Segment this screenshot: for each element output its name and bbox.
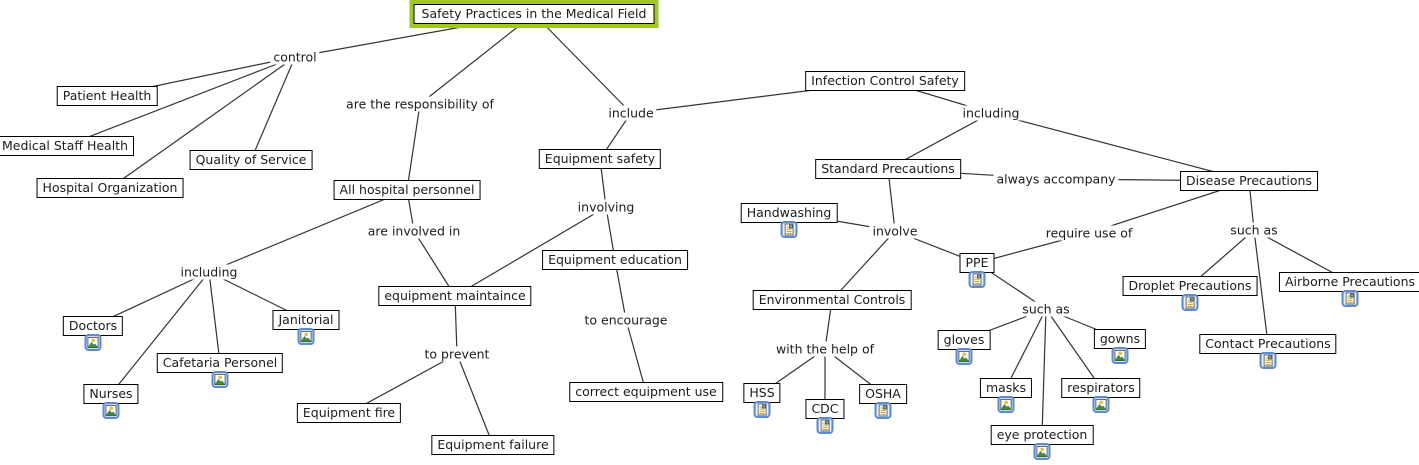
document-icon[interactable] — [874, 402, 892, 419]
link-label-involving[interactable]: involving — [574, 199, 638, 215]
link-label-with-the-help-of[interactable]: with the help of — [772, 341, 878, 357]
image-icon[interactable] — [297, 328, 315, 345]
node-hospital-organization[interactable]: Hospital Organization — [36, 178, 184, 198]
node-contact-precautions[interactable]: Contact Precautions — [1199, 334, 1337, 354]
node-main-topic[interactable]: Safety Practices in the Medical Field — [409, 0, 659, 28]
edge-to-encourage--correct-equipment-use — [625, 319, 647, 393]
node-nurses[interactable]: Nurses — [83, 384, 139, 404]
node-infection-control-safety[interactable]: Infection Control Safety — [805, 71, 965, 91]
edge-are-involved-in--equipment-maintaince — [413, 230, 456, 297]
edge-standard-precautions--involve — [887, 168, 896, 232]
document-icon[interactable] — [816, 417, 834, 434]
image-icon[interactable] — [997, 396, 1015, 413]
edge-to-prevent--equipment-failure — [456, 353, 494, 446]
node-equipment-fire[interactable]: Equipment fire — [296, 403, 402, 423]
link-label-are-the-responsibility-of[interactable]: are the responsibility of — [343, 96, 497, 112]
node-correct-equipment-use[interactable]: correct equipment use — [569, 382, 723, 402]
image-icon[interactable] — [1111, 347, 1129, 364]
image-icon[interactable] — [211, 371, 229, 388]
node-gloves[interactable]: gloves — [937, 330, 991, 350]
edge-such-as-disease--contact-precautions — [1253, 229, 1269, 345]
node-medical-staff-health[interactable]: Medical Staff Health — [0, 136, 134, 156]
edge-main-topic--are-the-responsibility-of — [419, 13, 535, 105]
link-label-to-encourage[interactable]: to encourage — [581, 312, 671, 328]
link-label-including-left[interactable]: including — [177, 264, 241, 280]
edge-involve--environmental-controls — [831, 230, 896, 301]
edge-such-as-ppe--masks — [1005, 308, 1047, 389]
document-icon[interactable] — [968, 271, 986, 288]
edge-control--quality-of-service — [250, 56, 296, 161]
node-droplet-precautions[interactable]: Droplet Precautions — [1122, 276, 1258, 296]
edge-such-as-ppe--respirators — [1045, 308, 1102, 389]
edge-equipment-education--to-encourage — [614, 259, 627, 321]
link-label-to-prevent[interactable]: to prevent — [421, 346, 493, 362]
link-label-including-right[interactable]: including — [959, 105, 1023, 121]
document-icon[interactable] — [1341, 290, 1359, 307]
link-label-include[interactable]: include — [605, 105, 657, 121]
node-eye-protection[interactable]: eye protection — [990, 425, 1094, 445]
edge-main-topic--include — [533, 13, 632, 114]
node-standard-precautions[interactable]: Standard Precautions — [815, 159, 961, 179]
link-label-always-accompany[interactable]: always accompany — [993, 171, 1119, 187]
edge-involving--equipment-maintaince — [454, 206, 607, 297]
node-equipment-maintaince[interactable]: equipment maintaince — [378, 286, 532, 306]
node-gowns[interactable]: gowns — [1093, 329, 1147, 349]
node-hss[interactable]: HSS — [743, 383, 781, 403]
node-cdc[interactable]: CDC — [805, 399, 845, 419]
edge-including-right--disease-precautions — [990, 112, 1250, 182]
node-equipment-education[interactable]: Equipment education — [542, 250, 688, 270]
edge-control--hospital-organization — [109, 56, 296, 189]
document-icon[interactable] — [1259, 352, 1277, 369]
node-doctors[interactable]: Doctors — [62, 316, 124, 336]
edge-control--medical-staff-health — [64, 56, 296, 147]
document-icon[interactable] — [780, 221, 798, 238]
image-icon[interactable] — [1092, 396, 1110, 413]
document-icon[interactable] — [1181, 294, 1199, 311]
image-icon[interactable] — [1033, 443, 1051, 460]
node-disease-precautions[interactable]: Disease Precautions — [1180, 171, 1318, 191]
document-icon[interactable] — [753, 401, 771, 418]
node-equipment-failure[interactable]: Equipment failure — [431, 435, 555, 455]
edge-including-left--nurses — [110, 271, 210, 395]
node-respirators[interactable]: respirators — [1061, 378, 1141, 398]
link-label-such-as-ppe[interactable]: such as — [1019, 301, 1073, 317]
node-environmental-controls[interactable]: Environmental Controls — [752, 290, 912, 310]
node-cafetaria-personel[interactable]: Cafetaria Personel — [156, 353, 284, 373]
link-label-are-involved-in[interactable]: are involved in — [364, 223, 464, 239]
image-icon[interactable] — [84, 334, 102, 351]
node-handwashing[interactable]: Handwashing — [740, 203, 838, 223]
node-osha[interactable]: OSHA — [859, 384, 907, 404]
image-icon[interactable] — [102, 402, 120, 419]
node-janitorial[interactable]: Janitorial — [272, 310, 340, 330]
edge-such-as-ppe--eye-protection — [1041, 308, 1047, 436]
node-quality-of-service[interactable]: Quality of Service — [189, 150, 313, 170]
node-patient-health[interactable]: Patient Health — [56, 86, 158, 106]
link-label-require-use-of[interactable]: require use of — [1042, 225, 1136, 241]
link-label-control[interactable]: control — [270, 49, 320, 65]
link-label-such-as-disease[interactable]: such as — [1227, 222, 1281, 238]
node-ppe[interactable]: PPE — [959, 253, 995, 273]
node-all-hospital-personnel[interactable]: All hospital personnel — [333, 180, 481, 200]
link-label-involve[interactable]: involve — [869, 223, 921, 239]
edge-including-left--cafetaria-personel — [208, 271, 221, 364]
node-masks[interactable]: masks — [979, 378, 1033, 398]
node-airborne-precautions[interactable]: Airborne Precautions — [1278, 272, 1419, 292]
image-icon[interactable] — [955, 348, 973, 365]
edge-are-the-responsibility-of--all-hospital-personnel — [406, 103, 421, 191]
edge-all-hospital-personnel--including-left — [208, 189, 408, 273]
node-equipment-safety[interactable]: Equipment safety — [538, 149, 662, 169]
